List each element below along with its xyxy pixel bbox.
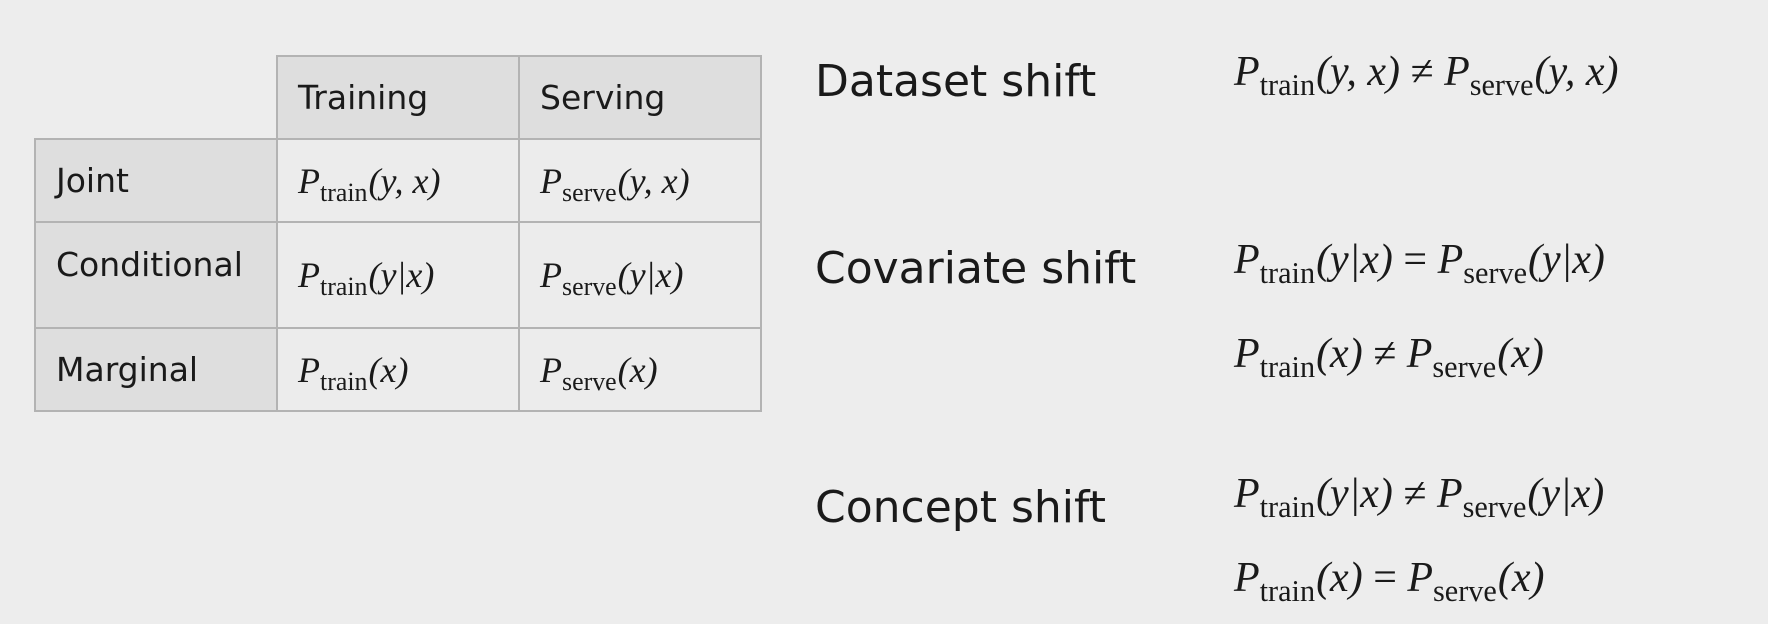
- distribution-table: Training Serving Joint Ptrain(y, x) Pser…: [34, 55, 762, 412]
- formula: Ptrain(x): [298, 349, 409, 396]
- row-header-marginal: Marginal: [34, 327, 278, 412]
- col-header-label: Serving: [540, 78, 666, 117]
- row-header-label: Joint: [56, 161, 129, 200]
- formula: Pserve(y, x): [540, 160, 690, 207]
- equation-covariate-marginal: Ptrain(x) ≠ Pserve(x): [1234, 331, 1544, 384]
- cell-joint-training: Ptrain(y, x): [276, 138, 520, 223]
- cell-joint-serving: Pserve(y, x): [518, 138, 762, 223]
- col-header-label: Training: [298, 78, 429, 117]
- row-header-label: Conditional: [56, 245, 243, 284]
- cell-conditional-serving: Pserve(y|x): [518, 221, 762, 329]
- equation-concept-marginal: Ptrain(x) = Pserve(x): [1234, 555, 1545, 608]
- formula: Pserve(x): [540, 349, 658, 396]
- col-header-training: Training: [276, 55, 520, 140]
- formula: Pserve(y|x): [540, 255, 684, 302]
- shift-name-dataset: Dataset shift: [815, 56, 1097, 107]
- row-header-joint: Joint: [34, 138, 278, 223]
- cell-marginal-serving: Pserve(x): [518, 327, 762, 412]
- shift-name-covariate: Covariate shift: [815, 243, 1137, 294]
- formula: Ptrain(y|x): [298, 255, 435, 302]
- equation-concept-conditional: Ptrain(y|x) ≠ Pserve(y|x): [1234, 471, 1605, 524]
- row-header-label: Marginal: [56, 350, 199, 389]
- row-header-conditional: Conditional: [34, 221, 278, 329]
- formula: Ptrain(y, x): [298, 160, 441, 207]
- col-header-serving: Serving: [518, 55, 762, 140]
- cell-conditional-training: Ptrain(y|x): [276, 221, 520, 329]
- shift-name-concept: Concept shift: [815, 482, 1106, 533]
- equation-dataset: Ptrain(y, x) ≠ Pserve(y, x): [1234, 49, 1619, 102]
- cell-marginal-training: Ptrain(x): [276, 327, 520, 412]
- equation-covariate-conditional: Ptrain(y|x) = Pserve(y|x): [1234, 237, 1605, 290]
